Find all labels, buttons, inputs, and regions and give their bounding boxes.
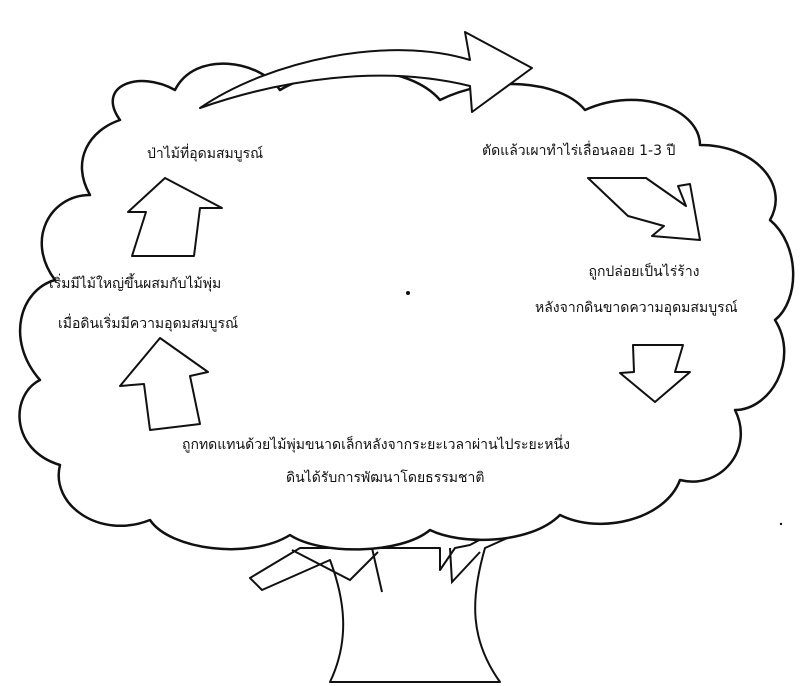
step1-label: ป่าไม้ที่อุดมสมบูรณ์ (147, 146, 263, 162)
step4-label-line1: ถูกทดแทนด้วยไม้พุ่มขนาดเล็กหลังจากระยะเว… (182, 437, 570, 453)
step5-label-line2: เมื่อดินเริ่มมีความอุดมสมบูรณ์ (58, 316, 238, 332)
step5-label-line1: เริ่มมีไม้ใหญ่ขึ้นผสมกับไม้พุ่ม (49, 276, 221, 292)
center-dot (406, 291, 410, 295)
speck (780, 523, 782, 525)
step3-label-line1: ถูกปล่อยเป็นไร่ร้าง (569, 264, 719, 280)
step2-label: ตัดแล้วเผาทำไร่เลื่อนลอย 1-3 ปี (482, 143, 675, 159)
step3-label-line2: หลังจากดินขาดความอุดมสมบูรณ์ (535, 300, 738, 316)
step4-label-line2: ดินได้รับการพัฒนาโดยธรรมชาติ (286, 470, 484, 486)
